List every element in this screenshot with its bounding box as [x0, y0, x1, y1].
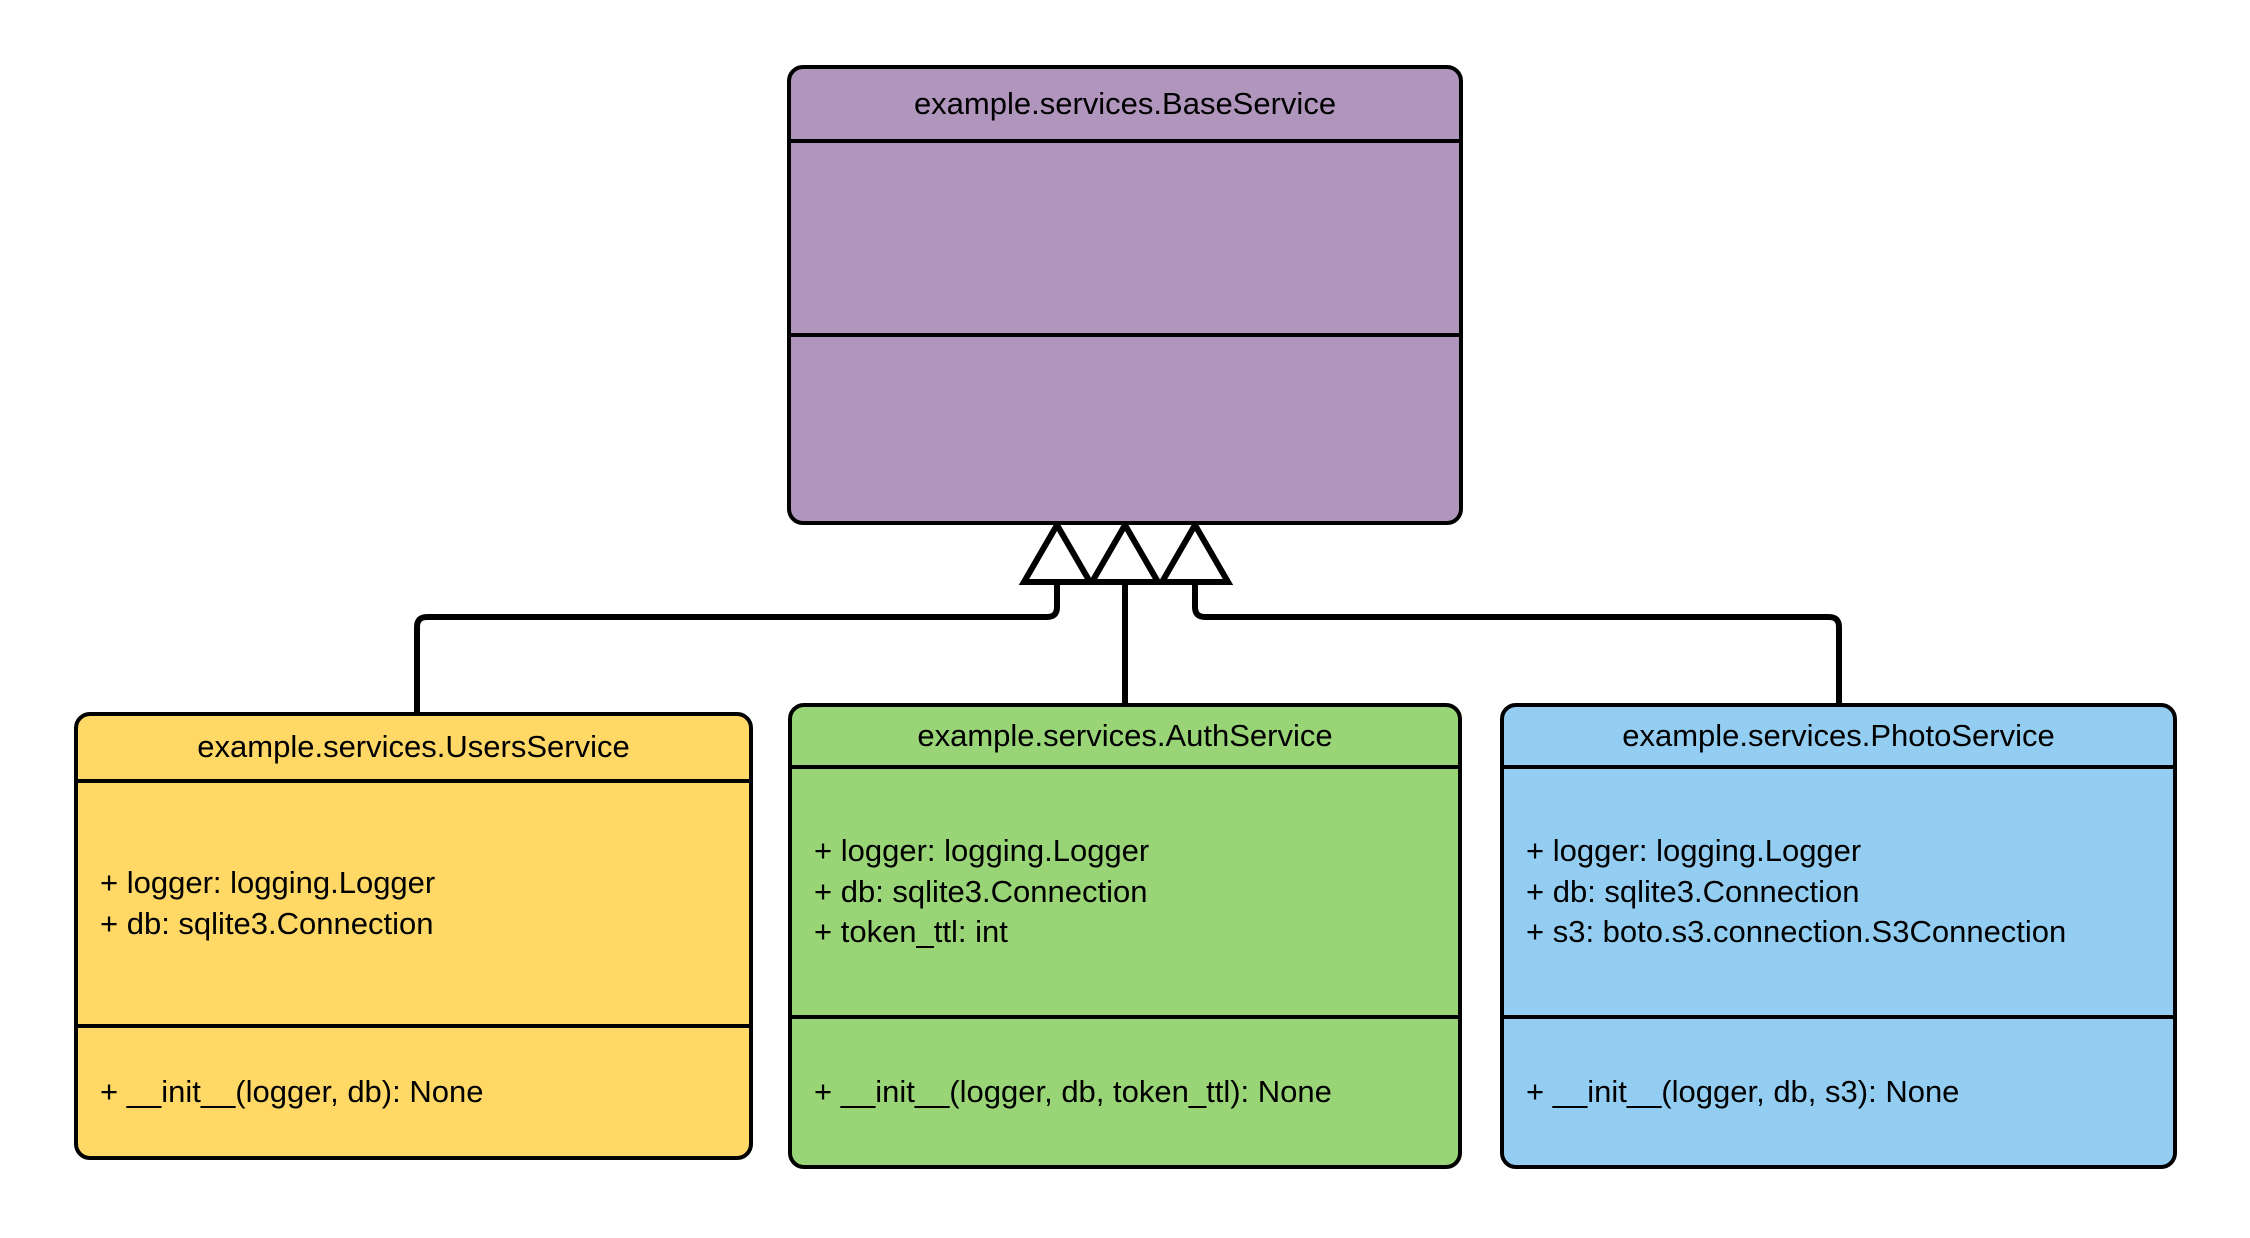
class-attribute: + logger: logging.Logger	[1526, 832, 1862, 868]
class-attributes-compartment	[791, 143, 1459, 337]
class-title-compartment: example.services.UsersService	[78, 716, 749, 783]
generalization-edge-photoservice	[1192, 556, 1842, 703]
class-methods-compartment: + __init__(logger, db): None	[78, 1028, 749, 1156]
class-attribute: + logger: logging.Logger	[814, 832, 1150, 868]
class-name-label: example.services.UsersService	[197, 729, 630, 765]
class-attribute: + db: sqlite3.Connection	[814, 873, 1148, 909]
class-title-compartment: example.services.PhotoService	[1504, 707, 2173, 769]
uml-class-baseservice[interactable]: example.services.BaseService	[787, 65, 1463, 525]
class-method: + __init__(logger, db, s3): None	[1526, 1073, 1960, 1109]
generalization-arrowhead-usersservice	[1018, 519, 1096, 585]
class-title-compartment: example.services.BaseService	[791, 69, 1459, 143]
class-attribute: + token_ttl: int	[814, 914, 1008, 950]
class-method: + __init__(logger, db): None	[100, 1073, 484, 1109]
class-methods-compartment	[791, 337, 1459, 521]
class-name-label: example.services.BaseService	[913, 85, 1337, 121]
class-attribute: + db: sqlite3.Connection	[100, 905, 434, 941]
class-attribute: + db: sqlite3.Connection	[1526, 873, 1860, 909]
uml-class-authservice[interactable]: example.services.AuthService + logger: l…	[788, 703, 1462, 1169]
class-attribute: + s3: boto.s3.connection.S3Connection	[1526, 914, 2067, 950]
uml-class-usersservice[interactable]: example.services.UsersService + logger: …	[74, 712, 753, 1160]
generalization-arrowhead-photoservice	[1156, 519, 1234, 585]
class-title-compartment: example.services.AuthService	[792, 707, 1458, 769]
class-attributes-compartment: + logger: logging.Logger + db: sqlite3.C…	[78, 783, 749, 1028]
uml-class-photoservice[interactable]: example.services.PhotoService + logger: …	[1500, 703, 2177, 1169]
class-name-label: example.services.AuthService	[917, 717, 1333, 753]
class-attributes-compartment: + logger: logging.Logger + db: sqlite3.C…	[792, 769, 1458, 1019]
class-method: + __init__(logger, db, token_ttl): None	[814, 1073, 1332, 1109]
class-methods-compartment: + __init__(logger, db, token_ttl): None	[792, 1019, 1458, 1165]
class-attributes-compartment: + logger: logging.Logger + db: sqlite3.C…	[1504, 769, 2173, 1019]
class-name-label: example.services.PhotoService	[1622, 717, 2055, 753]
generalization-edge-usersservice	[414, 556, 1060, 712]
class-attribute: + logger: logging.Logger	[100, 864, 436, 900]
generalization-arrowhead-authservice	[1086, 519, 1164, 585]
class-methods-compartment: + __init__(logger, db, s3): None	[1504, 1019, 2173, 1165]
